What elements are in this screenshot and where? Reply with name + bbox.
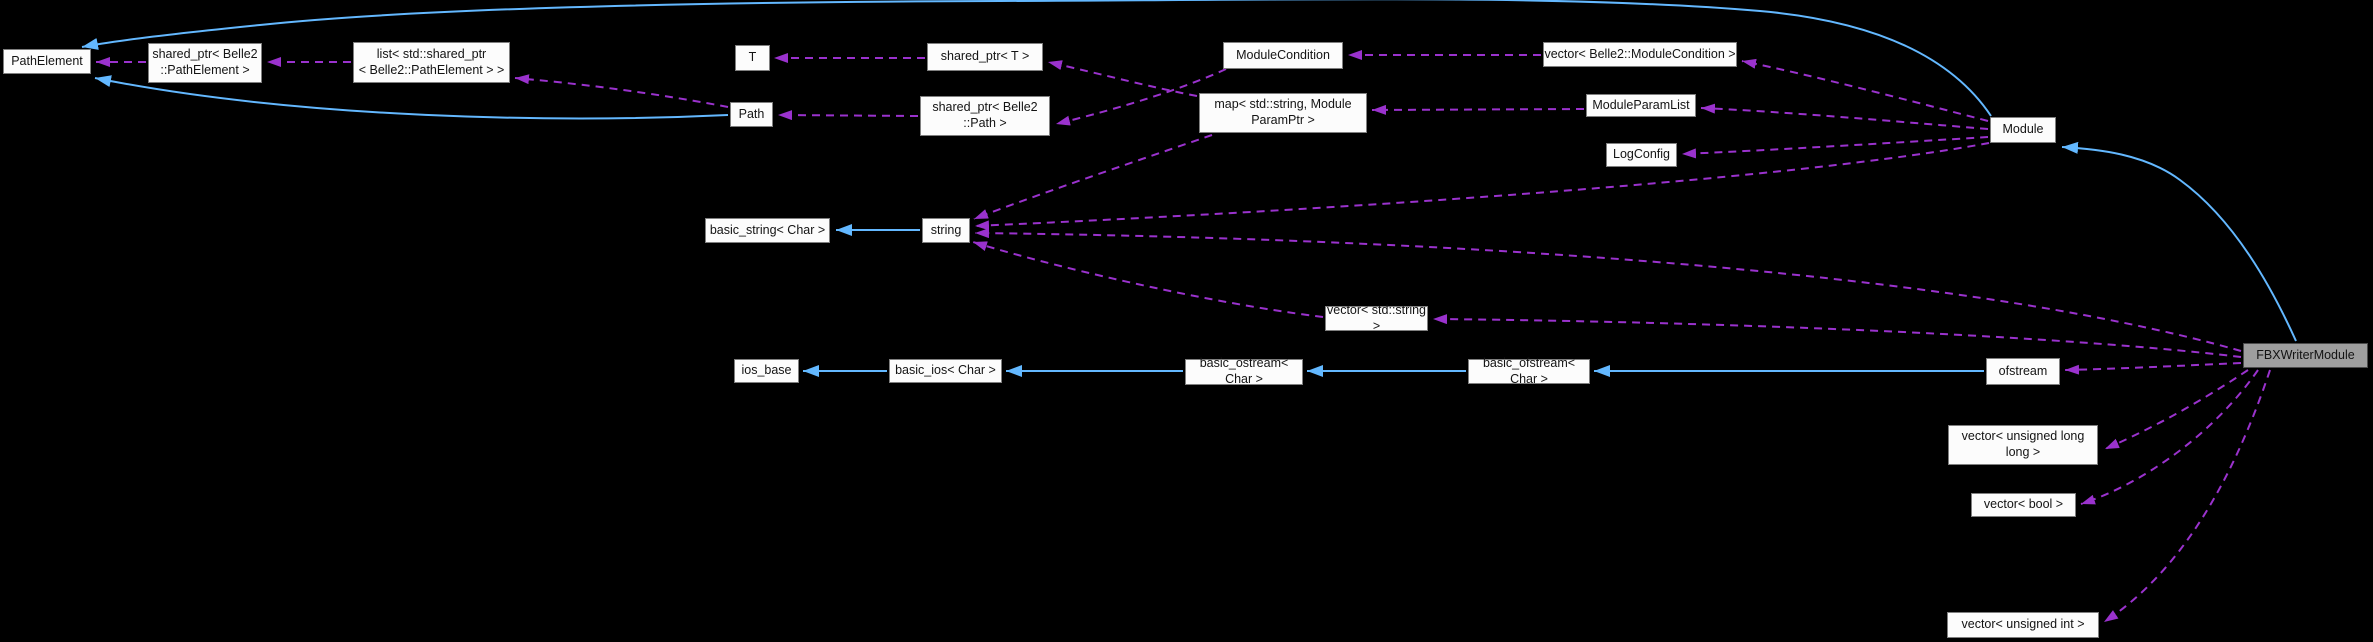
node-t[interactable]: T [735, 45, 770, 71]
edge-module-logconfig [1681, 136, 1989, 159]
node-path[interactable]: Path [730, 102, 773, 127]
node-vector-std-string[interactable]: vector< std::string > [1325, 302, 1428, 333]
node-basic-ofstream-char[interactable]: basic_ofstream< Char > [1468, 356, 1590, 386]
node-shared-ptr-pathelement[interactable]: shared_ptr< Belle2 ::PathElement > [148, 43, 262, 83]
node-map-string-moduleparamptr[interactable]: map< std::string, Module ParamPtr > [1199, 93, 1367, 133]
edge-module-moduleparamlist [1700, 103, 1989, 130]
edge-module-string [974, 142, 1990, 231]
edge-map-sharedptrt [1047, 60, 1198, 97]
node-vector-unsigned-int[interactable]: vector< unsigned int > [1947, 612, 2099, 638]
edge-fbxwriter-vectorull [2104, 369, 2249, 450]
node-shared-ptr-path[interactable]: shared_ptr< Belle2 ::Path > [920, 96, 1050, 136]
node-module[interactable]: Module [1990, 117, 2056, 143]
node-string[interactable]: string [922, 218, 970, 243]
node-fbxwritermodule: FBXWriterModule [2243, 343, 2368, 368]
node-logconfig[interactable]: LogConfig [1606, 143, 1677, 167]
node-basic-ostream-char[interactable]: basic_ostream< Char > [1185, 356, 1303, 386]
edge-fbxwriter-vectorstring [1432, 314, 2242, 358]
node-vector-unsigned-long-long[interactable]: vector< unsigned long long > [1948, 425, 2098, 465]
edge-path-pathelement [94, 75, 729, 120]
edge-path-list [514, 74, 729, 108]
node-ofstream[interactable]: ofstream [1986, 358, 2060, 385]
node-basic-ios-char[interactable]: basic_ios< Char > [889, 359, 1002, 383]
node-pathelement[interactable]: PathElement [3, 49, 91, 74]
node-vector-bool[interactable]: vector< bool > [1971, 493, 2076, 517]
edge-sharedptrpath-path [777, 110, 919, 121]
edge-fbxwriter-ofstream [2064, 362, 2242, 375]
edge-module-pathelement [81, 0, 1992, 117]
node-ios-base[interactable]: ios_base [734, 359, 799, 383]
node-basic-string-char[interactable]: basic_string< Char > [705, 218, 830, 243]
edge-fbxwriter-string [974, 228, 2242, 352]
node-vector-modulecondition[interactable]: vector< Belle2::ModuleCondition > [1543, 42, 1737, 67]
edge-map-string [973, 134, 1213, 220]
edge-fbxwriter-vectoruint [2103, 369, 2271, 623]
node-moduleparamlist[interactable]: ModuleParamList [1586, 94, 1696, 117]
edge-moduleparamlist-map [1371, 104, 1585, 115]
edge-fbxwriter-module [2061, 141, 2297, 342]
node-modulecondition[interactable]: ModuleCondition [1223, 42, 1343, 69]
edge-module-vectormc [1741, 58, 1989, 122]
edge-modulecondition-sharedptrpath [1055, 68, 1227, 126]
edge-fbxwriter-vectorbool [2080, 369, 2259, 505]
edge-vectorstring-string [972, 241, 1324, 318]
node-shared-ptr-t[interactable]: shared_ptr< T > [927, 43, 1043, 71]
node-list-shared-ptr-pathelement[interactable]: list< std::shared_ptr < Belle2::PathElem… [353, 42, 510, 83]
